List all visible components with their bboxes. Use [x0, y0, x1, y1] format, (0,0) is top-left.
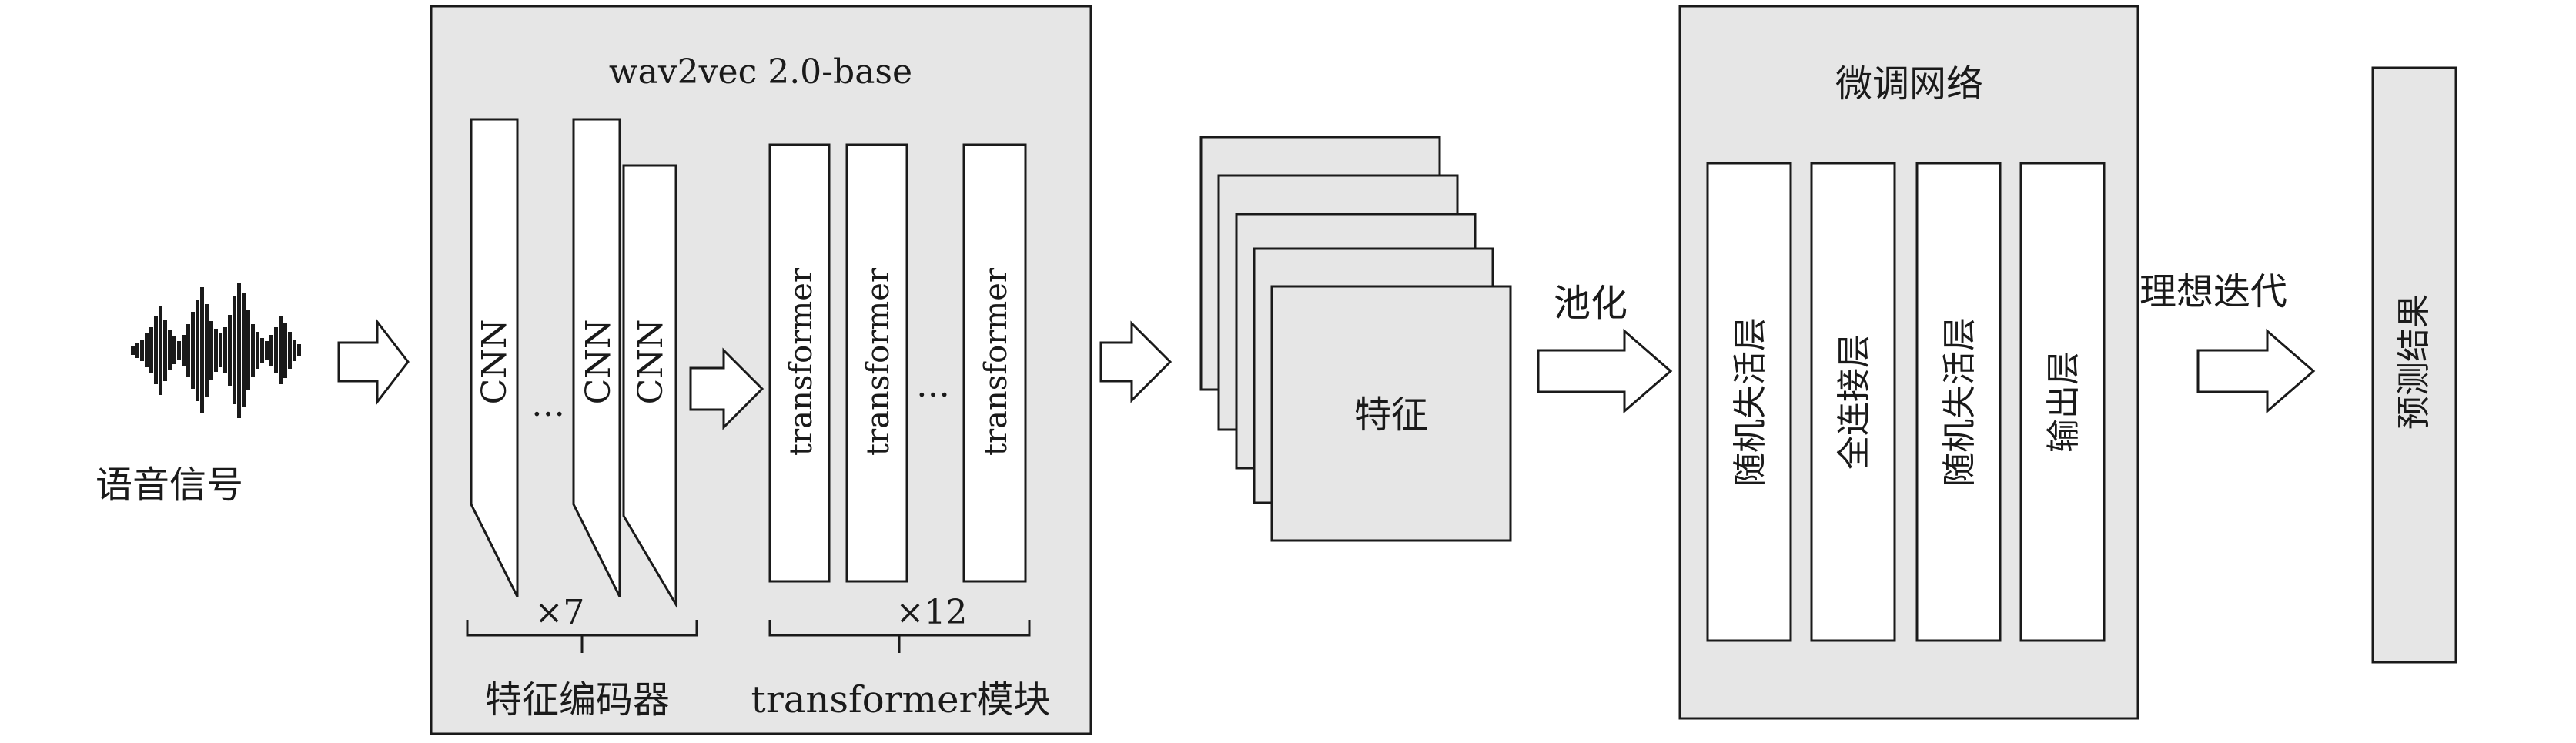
- waveform-bar: [228, 315, 232, 386]
- finetune-layer: 随机失活层: [1915, 162, 2002, 642]
- feature-label: 特征: [1354, 393, 1428, 437]
- waveform-bar: [279, 316, 283, 384]
- waveform-bar: [186, 324, 190, 377]
- waveform-bar: [233, 296, 236, 404]
- cnn-label: CNN: [579, 320, 618, 405]
- iteration-label: 理想迭代: [2139, 270, 2287, 313]
- cnn-ellipsis: …: [531, 385, 565, 424]
- feature-encoder-label: 特征编码器: [485, 678, 670, 721]
- transformer-label: transformer: [784, 267, 819, 456]
- waveform-bar: [149, 327, 153, 373]
- waveform-bar: [182, 335, 186, 366]
- finetune-layers: 随机失活层 全连接层 随机失活层 输出层: [1706, 162, 2106, 642]
- waveform-bar: [283, 323, 287, 378]
- waveform-bar: [177, 341, 181, 360]
- arrow-icon: [1099, 320, 1173, 403]
- speech-signal-label: 语音信号: [95, 464, 243, 507]
- finetune-layer-label: 随机失活层: [1940, 317, 1979, 487]
- waveform-bar: [131, 346, 135, 355]
- waveform-bar: [196, 300, 199, 401]
- cnn-layer: CNN: [572, 118, 621, 597]
- waveform-bar: [159, 306, 162, 395]
- feature-map-stack: [1199, 136, 1512, 542]
- cnn-layer: CNN: [622, 164, 677, 609]
- finetune-layer: 输出层: [2019, 162, 2106, 642]
- waveform-bar: [242, 293, 246, 407]
- waveform-bar: [260, 338, 264, 363]
- pooling-label: 池化: [1554, 282, 1628, 325]
- arrow-icon: [337, 318, 410, 406]
- waveform-bar: [219, 333, 222, 367]
- waveform-bar: [168, 330, 172, 370]
- finetune-layer-label: 输出层: [2044, 351, 2083, 453]
- finetune-layer: 全连接层: [1810, 162, 1896, 642]
- waveform-bar: [135, 343, 139, 358]
- waveform-bar: [251, 324, 255, 377]
- transformer-block: transformer: [768, 143, 831, 583]
- waveform-bar: [223, 327, 227, 373]
- waveform-bar: [205, 304, 209, 397]
- waveform-bar: [191, 312, 195, 389]
- waveform-bar: [246, 310, 250, 390]
- cnn-layer: CNN: [470, 118, 519, 597]
- waveform-bar: [209, 321, 213, 380]
- transformer-brace: [768, 620, 1031, 653]
- transformer-label: transformer: [979, 267, 1014, 456]
- transformer-block: transformer: [962, 143, 1027, 583]
- waveform-bar: [297, 344, 301, 356]
- finetune-title: 微调网络: [1835, 62, 1983, 105]
- cnn-label: CNN: [475, 320, 514, 405]
- finetune-layer-label: 全连接层: [1835, 334, 1874, 470]
- waveform-bar: [288, 332, 292, 369]
- arrow-icon: [689, 347, 764, 430]
- waveform-icon: [131, 283, 301, 418]
- finetune-layer-label: 随机失活层: [1731, 317, 1770, 487]
- waveform-bar: [214, 329, 218, 372]
- cnn-label: CNN: [631, 320, 671, 405]
- cnn-repeat: ×7: [535, 593, 585, 632]
- waveform-bar: [163, 320, 167, 381]
- waveform-bar: [274, 327, 278, 373]
- transformer-ellipsis: …: [916, 366, 950, 405]
- waveform-bar: [265, 341, 269, 360]
- transformer-block: transformer: [845, 143, 908, 583]
- arrow-icon: [1537, 328, 1673, 414]
- wav2vec-title: wav2vec 2.0-base: [609, 52, 912, 92]
- waveform-bar: [140, 340, 144, 361]
- waveform-bar: [269, 335, 273, 366]
- cnn-brace: [466, 620, 698, 653]
- waveform-bar: [293, 340, 296, 361]
- arrow-icon: [2196, 328, 2316, 414]
- waveform-bar: [145, 333, 149, 367]
- waveform-bar: [172, 336, 176, 364]
- prediction-box: [2371, 66, 2457, 664]
- finetune-layer: 随机失活层: [1706, 162, 1792, 642]
- prediction-label: 预测结果: [2394, 294, 2434, 430]
- transformer-module-label: transformer模块: [751, 678, 1051, 721]
- waveform-bar: [256, 332, 259, 369]
- waveform-bar: [154, 316, 158, 384]
- waveform-bar: [237, 283, 241, 418]
- transformer-label: transformer: [861, 267, 896, 456]
- waveform-bar: [200, 287, 204, 413]
- transformer-repeat: ×12: [896, 593, 968, 632]
